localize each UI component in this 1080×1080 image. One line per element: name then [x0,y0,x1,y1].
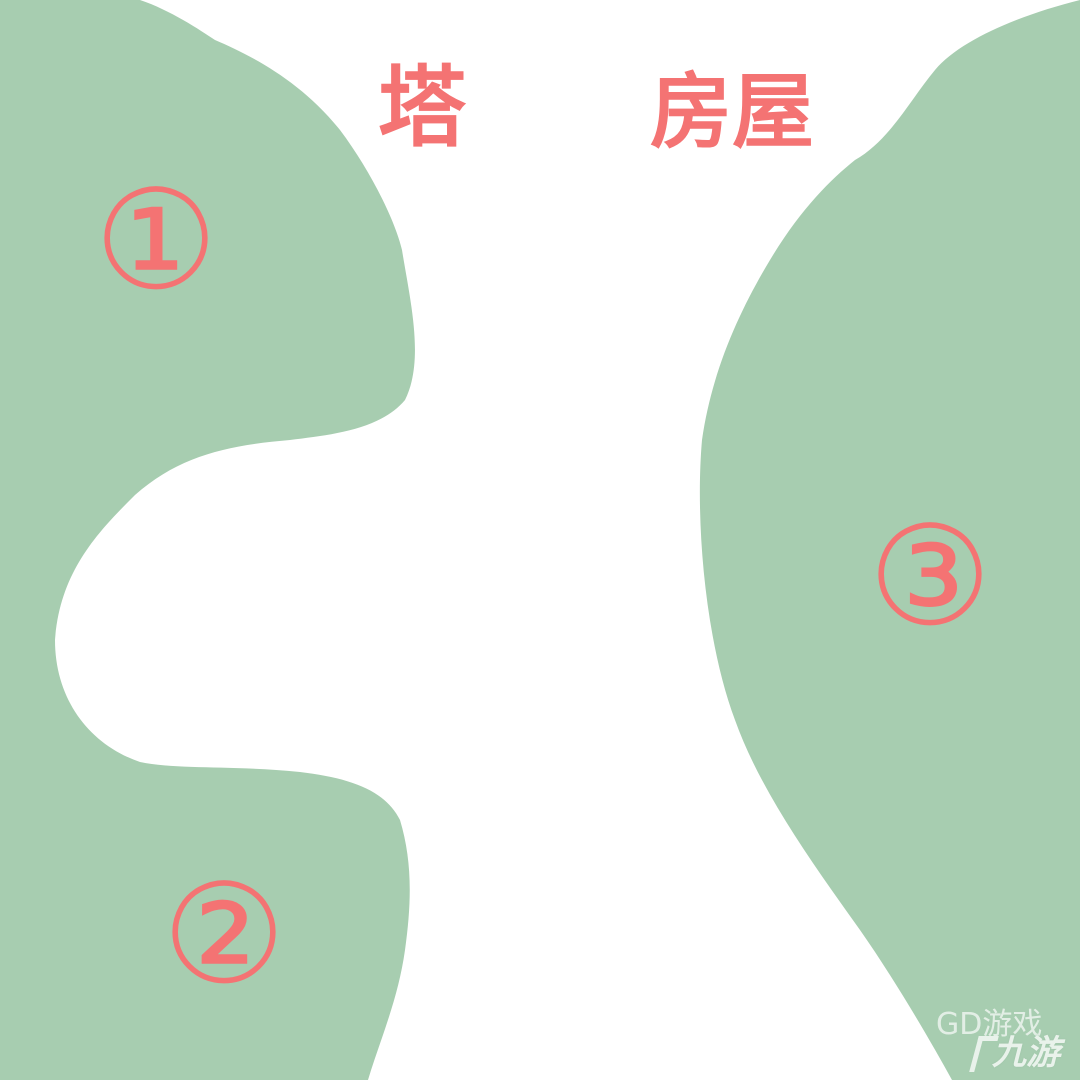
watermark-brand: 九游 [992,1033,1060,1073]
area-marker-1: ① [94,160,218,321]
watermark-logo-text: GD游戏 [936,1007,1043,1042]
watermark: GD游戏 九游 [874,1010,1074,1076]
house-label: 房屋 [650,65,815,160]
region-right [699,0,1080,1080]
region-left [0,0,415,1080]
watermark-logo-icon [874,1014,920,1060]
area-marker-2: ② [162,854,286,1015]
area-marker-3: ③ [868,496,992,657]
tower-label: 塔 [378,56,467,159]
